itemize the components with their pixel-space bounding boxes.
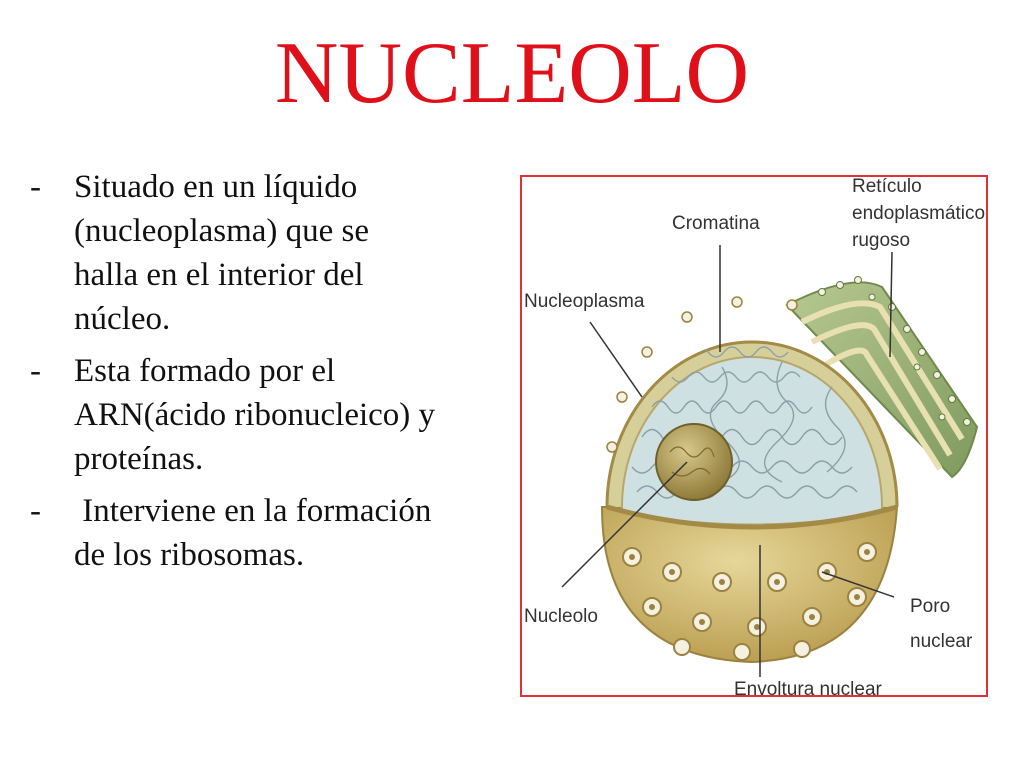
bullet-item: - Esta formado por el ARN(ácido ribonucl…: [30, 349, 440, 481]
bullet-dash: -: [30, 493, 41, 529]
label-reticulo-2: endoplasmático: [852, 203, 985, 224]
bullet-item: - Situado en un líquido (nucleoplasma) q…: [30, 165, 440, 341]
nucleolus-shape: [655, 423, 733, 501]
nucleus-illustration: Retículo endoplasmático rugoso Cromatina…: [524, 177, 985, 697]
label-envoltura: Envoltura nuclear: [734, 679, 883, 697]
bullet-dash: -: [30, 353, 41, 389]
nucleus-diagram: Retículo endoplasmático rugoso Cromatina…: [520, 175, 988, 697]
rough-er: [785, 276, 979, 479]
label-nucleolo: Nucleolo: [524, 606, 598, 627]
slide-title: NUCLEOLO: [274, 25, 750, 122]
nuclear-pores: [606, 296, 877, 661]
label-reticulo-1: Retículo: [852, 177, 922, 197]
label-reticulo-3: rugoso: [852, 230, 910, 251]
label-cromatina: Cromatina: [672, 213, 760, 234]
bullet-text: Situado en un líquido (nucleoplasma) que…: [74, 169, 370, 337]
bullet-text: Esta formado por el ARN(ácido ribonuclei…: [74, 353, 436, 477]
bullet-list: - Situado en un líquido (nucleoplasma) q…: [30, 165, 440, 585]
bullet-item: - Interviene en la formación de los ribo…: [30, 489, 440, 577]
label-nucleoplasma: Nucleoplasma: [524, 291, 645, 312]
bullet-dash: -: [30, 169, 41, 205]
bullet-text: Interviene en la formación de los riboso…: [74, 493, 440, 573]
label-poro-2: nuclear: [910, 631, 973, 652]
label-poro-1: Poro: [910, 596, 950, 617]
